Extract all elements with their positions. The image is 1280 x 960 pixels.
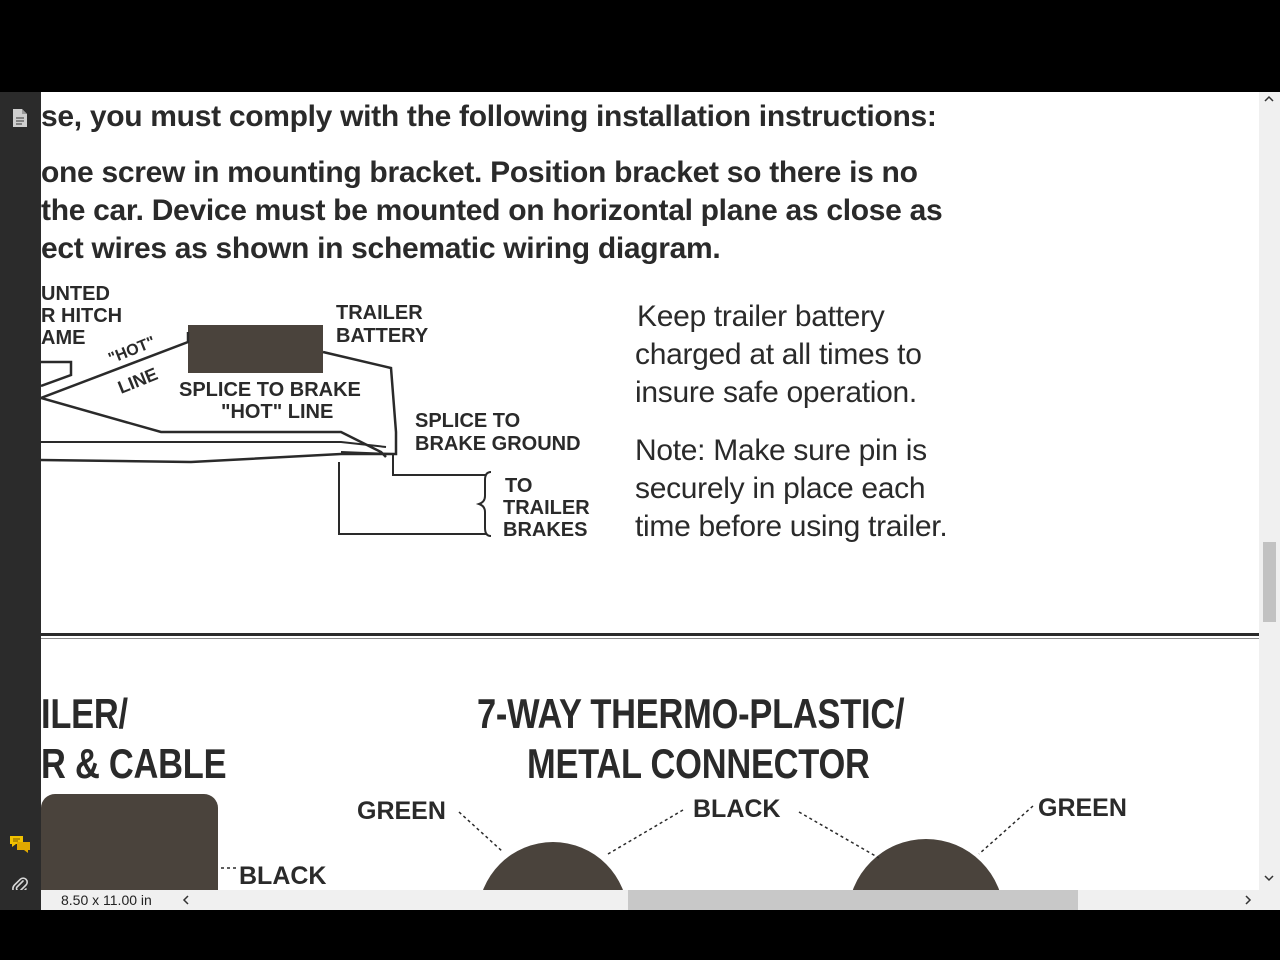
bottom-black-area (0, 910, 1280, 960)
scanned-page: se, you must comply with the following i… (41, 92, 1259, 890)
sidebar-footer (0, 890, 41, 910)
trailer-battery-label-1: TRAILER (336, 302, 423, 324)
connector-title-2: METAL CONNECTOR (527, 740, 870, 787)
instruction-line-4: ect wires as shown in schematic wiring d… (41, 232, 721, 265)
connector-title-1: 7-WAY THERMO-PLASTIC/ (477, 690, 905, 737)
note-line-6: time before using trailer. (635, 510, 948, 543)
line-label: LINE (115, 364, 161, 398)
trailer-battery-label-2: BATTERY (336, 325, 429, 347)
navigation-sidebar (0, 92, 41, 910)
note-line-4: Note: Make sure pin is (635, 434, 927, 467)
hitch-label: R HITCH (41, 305, 122, 327)
trailer-label: TRAILER (503, 497, 590, 519)
left-section-title-1: ILER/ (41, 690, 128, 737)
scroll-left-icon[interactable] (180, 893, 192, 909)
trailer-battery-shape (188, 325, 323, 373)
splice-brake-hot-label-2: "HOT" LINE (221, 401, 333, 423)
document-viewport[interactable]: se, you must comply with the following i… (41, 92, 1259, 890)
connector-circle-right (852, 839, 1000, 890)
comments-icon[interactable] (8, 832, 32, 856)
connector-circle-left (483, 842, 623, 890)
vertical-scroll-thumb[interactable] (1263, 542, 1276, 622)
page-size-label: 8.50 x 11.00 in (61, 892, 152, 908)
frame-label: AME (41, 327, 85, 349)
black-left-label: BLACK (239, 862, 327, 890)
brakes-label: BRAKES (503, 519, 587, 541)
scroll-right-icon[interactable] (1242, 893, 1254, 909)
top-black-area (0, 0, 1280, 92)
note-line-3: insure safe operation. (635, 376, 917, 409)
splice-ground-label-2: BRAKE GROUND (415, 433, 581, 455)
green-left-label: GREEN (357, 797, 446, 825)
section-divider (41, 633, 1259, 636)
instruction-line-1: se, you must comply with the following i… (41, 100, 937, 133)
mounted-label: UNTED (41, 283, 110, 305)
wiring-diagram: UNTED R HITCH AME "HOT" LINE TRAILER BAT… (41, 283, 590, 541)
left-connector-shape (41, 794, 218, 890)
left-section-title-2: R & CABLE (41, 740, 227, 787)
green-right-label: GREEN (1038, 794, 1127, 822)
instruction-line-2: one screw in mounting bracket. Position … (41, 156, 918, 189)
scroll-down-icon[interactable] (1263, 871, 1275, 887)
note-line-5: securely in place each (635, 472, 926, 505)
note-line-1: Keep trailer battery (637, 300, 885, 333)
note-line-2: charged at all times to (635, 338, 922, 371)
to-label: TO (505, 475, 532, 497)
connector-diagram: GREEN BLACK GREEN BLACK (41, 794, 1127, 890)
splice-brake-hot-label-1: SPLICE TO BRAKE (179, 379, 361, 401)
black-center-label: BLACK (693, 795, 781, 823)
scroll-up-icon[interactable] (1263, 92, 1275, 108)
section-divider-shadow (41, 638, 1259, 639)
page-thumbnails-icon[interactable] (8, 106, 32, 130)
status-and-horizontal-scrollbar: 8.50 x 11.00 in (41, 890, 1280, 910)
horizontal-scroll-thumb[interactable] (628, 890, 1078, 910)
instruction-line-3: the car. Device must be mounted on horiz… (41, 194, 943, 227)
vertical-scrollbar[interactable] (1259, 92, 1280, 890)
splice-ground-label-1: SPLICE TO (415, 410, 520, 432)
